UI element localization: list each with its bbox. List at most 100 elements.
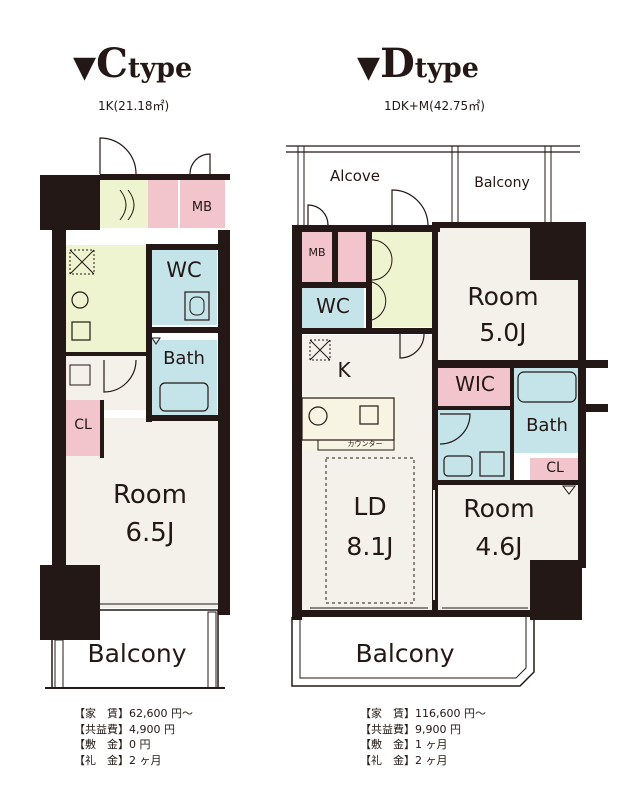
d-washer	[479, 451, 505, 477]
c-wall-wc-bath	[146, 327, 224, 333]
d-counter-bar	[317, 439, 395, 451]
c-stove	[71, 321, 91, 341]
c-closet-fill	[148, 180, 178, 228]
d-wall-top-right	[432, 222, 532, 228]
c-wall-wc-top	[146, 244, 224, 250]
d-wall-ent-left	[366, 232, 372, 328]
d-stove	[359, 405, 379, 425]
d-info-list: 【家 賃】116,600 円〜 【共益費】9,900 円 【敷 金】1 ヶ月 【…	[360, 706, 486, 768]
d-info-deposit: 【敷 金】1 ヶ月	[360, 738, 448, 751]
d-wic-label: WIC	[455, 372, 495, 396]
c-title-letter: C	[96, 40, 128, 87]
d-bathtub	[517, 371, 577, 403]
d-room2-size: 4.6J	[475, 532, 523, 561]
c-mb-label: MB	[191, 200, 213, 215]
c-entry-floor	[66, 245, 146, 355]
d-sink	[308, 406, 328, 426]
d-top-col-right	[544, 145, 552, 227]
d-laundry-x	[309, 339, 331, 361]
c-room-name: Room	[112, 480, 188, 510]
d-wall-block-top-right	[530, 222, 586, 280]
d-wall-wash-bottom	[438, 480, 580, 485]
c-entrance-door-right	[189, 153, 211, 175]
c-type-title: ▼Ctype	[73, 40, 192, 87]
d-wall-wic-bottom	[438, 406, 510, 410]
d-top-col-mid	[451, 145, 459, 227]
d-area: 1DK+M(42.75㎡)	[384, 99, 485, 113]
d-top-col-left	[297, 145, 305, 227]
d-ld-size: 8.1J	[346, 532, 394, 561]
c-closet-door	[119, 189, 135, 221]
triangle-down-icon: ▼	[73, 50, 97, 85]
d-closet-fill	[338, 232, 370, 282]
c-toilet	[189, 296, 205, 316]
d-balcony-label: Balcony	[355, 639, 455, 668]
d-wash-basin	[443, 455, 473, 477]
c-area: 1K(21.18㎡)	[98, 99, 170, 113]
d-type-title: ▼Dtype	[357, 40, 479, 87]
d-wall-ent-bottom	[302, 328, 432, 334]
d-wic-fill	[438, 368, 510, 406]
d-wall-right	[578, 278, 586, 568]
d-room2-name: Room	[463, 494, 535, 523]
d-ld-rug	[325, 457, 415, 604]
d-wall-left	[292, 225, 302, 620]
c-wall-block-bottom-left	[40, 565, 100, 640]
d-cl-fill	[530, 458, 580, 483]
d-mb-fill	[302, 232, 332, 282]
c-title-rest: type	[127, 53, 193, 84]
c-wall-cl	[100, 400, 104, 458]
c-toilet-tank	[184, 291, 210, 321]
d-wc-fill	[302, 288, 364, 328]
c-bath-door-mark	[151, 337, 161, 345]
d-title-letter: D	[380, 40, 415, 87]
c-info-key-money: 【礼 金】2 ヶ月	[74, 753, 162, 767]
d-info-key-money: 【礼 金】2 ヶ月	[360, 753, 448, 767]
d-wc-label: WC	[316, 294, 350, 318]
d-wash-fill	[438, 410, 510, 480]
c-info-list: 【家 賃】62,600 円〜 【共益費】4,900 円 【敷 金】0 円 【礼 …	[74, 706, 193, 768]
d-cl-door-mark	[562, 485, 576, 495]
d-balcony-top-label: Balcony	[474, 175, 530, 191]
c-info-fee: 【共益費】4,900 円	[74, 722, 175, 736]
c-bath-label: Bath	[163, 348, 205, 369]
d-alcove-label: Alcove	[330, 167, 380, 185]
d-room1-name: Room	[467, 282, 539, 311]
c-sink	[71, 291, 89, 309]
c-fridge-box	[69, 364, 91, 386]
c-bathtub	[159, 382, 209, 412]
d-entrance-door	[391, 189, 429, 226]
c-wc-label: WC	[166, 258, 202, 282]
c-mb-fill	[180, 180, 225, 228]
d-k-door	[399, 333, 425, 359]
c-entrance-door	[99, 137, 137, 175]
d-wall-bottom	[292, 610, 582, 617]
d-mb-label: MB	[308, 246, 326, 259]
c-wall-top	[100, 174, 230, 180]
d-wall-room1-bottom	[438, 360, 608, 368]
d-k-label: K	[337, 358, 351, 382]
d-counter-label: カウンター	[347, 440, 383, 448]
d-wall-wic-right	[510, 368, 514, 483]
d-balcony-inner	[299, 617, 527, 679]
c-bath-fill	[152, 340, 217, 415]
d-laundry-box	[309, 339, 331, 361]
d-ld-floor	[300, 335, 432, 610]
c-balcony-label: Balcony	[87, 639, 187, 668]
d-title-rest: type	[414, 53, 479, 84]
d-wall-wc-top	[302, 282, 372, 288]
triangle-down-icon: ▼	[357, 50, 381, 85]
c-wall-block-top-left	[40, 175, 100, 230]
d-cl-label: CL	[546, 460, 564, 476]
c-entry-upper-floor	[100, 180, 148, 228]
c-info-deposit: 【敷 金】0 円	[74, 738, 151, 751]
c-wall-hall	[66, 352, 146, 356]
c-wall-right	[218, 230, 230, 615]
c-cl-label: CL	[74, 417, 92, 433]
d-wall-bath-right	[582, 404, 608, 412]
c-cl-fill	[66, 400, 102, 456]
c-hall-door	[103, 359, 137, 393]
d-wall-mid	[432, 225, 438, 615]
